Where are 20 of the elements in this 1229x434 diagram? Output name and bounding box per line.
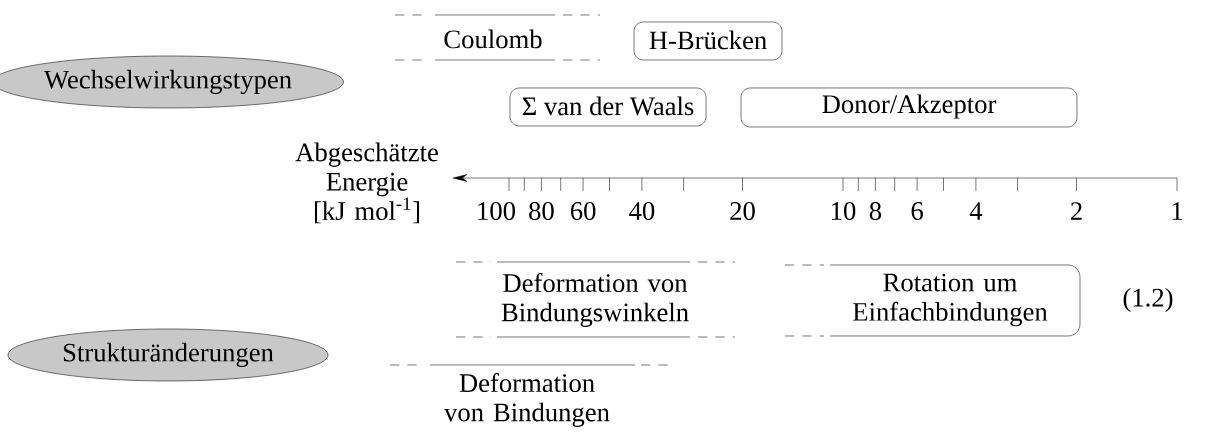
tick-label: 1 xyxy=(1172,202,1183,220)
range-bracket: Rotation um Einfachbindungen xyxy=(784,264,1081,337)
tick-label: 100 xyxy=(478,202,515,220)
tick-label: 10 xyxy=(832,202,856,220)
range-box: Donor/Akzeptor xyxy=(740,87,1078,128)
range-box: Σ van der Waals xyxy=(509,87,707,127)
range-box: H-Brücken xyxy=(633,21,783,61)
tick-label: 40 xyxy=(629,202,655,220)
range-bracket: Coulomb xyxy=(394,14,601,61)
range-bracket: Deformation von Bindungswinkeln xyxy=(455,261,736,338)
tick-label: 20 xyxy=(730,202,755,220)
tick-label: 4 xyxy=(969,202,983,220)
equation-number: (1.2) xyxy=(1123,287,1173,313)
tick-label: 60 xyxy=(570,202,596,220)
axis-title: Abgeschätzte Energie [kJ mol$^{-1}$] xyxy=(295,142,438,224)
tick-label: 6 xyxy=(911,202,923,220)
range-bracket: Deformation von Bindungen xyxy=(389,364,676,427)
tick-label: 8 xyxy=(869,202,882,220)
tick-label: 80 xyxy=(529,202,554,220)
tick-label: 2 xyxy=(1071,202,1082,220)
